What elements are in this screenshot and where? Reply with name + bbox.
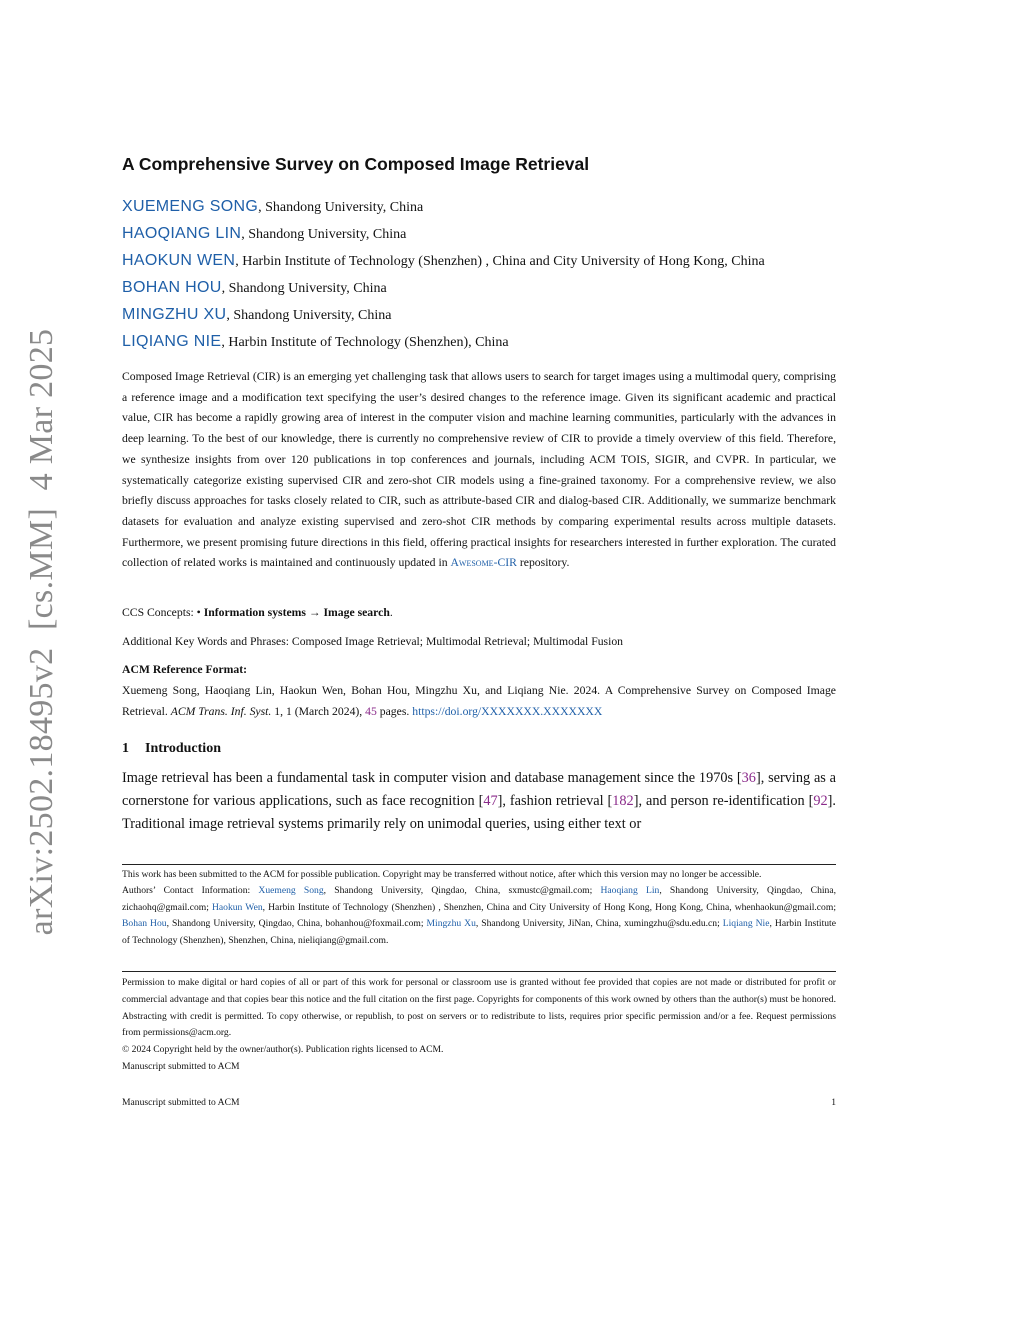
author-affiliation: , Harbin Institute of Technology (Shenzh… xyxy=(235,254,765,269)
author-name-link[interactable]: BOHAN HOU xyxy=(122,279,222,296)
page-number: 1 xyxy=(831,1097,836,1108)
author-name-link[interactable]: XUEMENG SONG xyxy=(122,198,259,215)
copyright-text: © 2024 Copyright held by the owner/autho… xyxy=(122,1044,444,1056)
doi-link[interactable]: https://doi.org/XXXXXXX.XXXXXXX xyxy=(412,704,603,718)
author-affiliation: , Shandong University, China xyxy=(258,200,424,215)
section-heading: 1 Introduction xyxy=(122,741,836,757)
ccs-label: CCS Concepts: • xyxy=(122,606,204,619)
abstract-text: Composed Image Retrieval (CIR) is an eme… xyxy=(122,370,836,570)
contact-info-text: , Harbin Institute of Technology (Shenzh… xyxy=(122,918,836,946)
contact-name-link[interactable]: Mingzhu Xu xyxy=(426,918,476,930)
citation-link[interactable]: 92 xyxy=(813,793,828,809)
ccs-end: . xyxy=(389,606,393,619)
manuscript-note: Manuscript submitted to ACM xyxy=(122,1060,240,1072)
contact-name-link[interactable]: Liqiang Nie xyxy=(722,918,770,930)
author-affiliation: , Shandong University, China xyxy=(241,227,407,242)
awesome-cir-link[interactable]: Awesome-CIR xyxy=(450,556,517,570)
author-name-link[interactable]: HAOQIANG LIN xyxy=(122,225,242,242)
intro-text: ], fashion retrieval [ xyxy=(497,793,613,809)
author-entry: BOHAN HOU, Shandong University, China xyxy=(122,277,836,304)
author-entry: HAOKUN WEN, Harbin Institute of Technolo… xyxy=(122,250,836,277)
section-title: Introduction xyxy=(145,741,221,756)
intro-text: ], and person re-identification [ xyxy=(633,793,814,809)
citation-link[interactable]: 47 xyxy=(483,793,498,809)
author-list: XUEMENG SONG, Shandong University, China… xyxy=(122,196,836,358)
contact-info-text: , Shandong University, Qingdao, China, b… xyxy=(166,918,427,930)
contact-info-text: , Shandong University, JiNan, China, xum… xyxy=(475,918,723,930)
ccs-concepts: CCS Concepts: • Information systems → Im… xyxy=(122,603,836,624)
reference-format: Xuemeng Song, Haoqiang Lin, Haokun Wen, … xyxy=(122,681,836,722)
keywords: Additional Key Words and Phrases: Compos… xyxy=(122,635,624,648)
author-name-link[interactable]: MINGZHU XU xyxy=(122,306,227,323)
submission-notice: This work has been submitted to the ACM … xyxy=(122,869,762,880)
arxiv-watermark: arXiv:2502.18495v2 [cs.MM] 4 Mar 2025 xyxy=(23,328,60,936)
contact-label: Authors’ Contact Information: xyxy=(122,885,259,897)
author-entry: MINGZHU XU, Shandong University, China xyxy=(122,304,836,331)
contact-info-text: , Harbin Institute of Technology (Shenzh… xyxy=(262,901,836,913)
reference-details: 1, 1 (March 2024), xyxy=(271,704,366,718)
paper-title: A Comprehensive Survey on Composed Image… xyxy=(122,154,590,174)
reference-format-heading: ACM Reference Format: xyxy=(122,663,248,676)
journal-name: ACM Trans. Inf. Syst. xyxy=(170,704,272,718)
contact-name-link[interactable]: Haoqiang Lin xyxy=(600,885,660,897)
footer-left: Manuscript submitted to ACM xyxy=(122,1097,240,1108)
contact-info-text: , Shandong University, Qingdao, China, z… xyxy=(122,885,836,913)
abstract-end: repository. xyxy=(516,556,570,570)
footnote-permission: Permission to make digital or hard copie… xyxy=(122,975,836,1076)
citation-link[interactable]: 182 xyxy=(612,793,634,809)
intro-text: ]. Traditional image retrieval systems p… xyxy=(122,793,837,832)
contact-name-link[interactable]: Xuemeng Song xyxy=(258,885,324,897)
author-affiliation: , Harbin Institute of Technology (Shenzh… xyxy=(221,335,509,350)
author-name-link[interactable]: LIQIANG NIE xyxy=(122,333,222,350)
page-count-link[interactable]: 45 xyxy=(365,704,377,718)
author-entry: XUEMENG SONG, Shandong University, China xyxy=(122,196,836,223)
author-entry: LIQIANG NIE, Harbin Institute of Technol… xyxy=(122,331,836,358)
author-entry: HAOQIANG LIN, Shandong University, China xyxy=(122,223,836,250)
author-name-link[interactable]: HAOKUN WEN xyxy=(122,252,236,269)
section-number: 1 xyxy=(122,741,129,756)
intro-paragraph: Image retrieval has been a fundamental t… xyxy=(122,767,836,836)
citation-link[interactable]: 36 xyxy=(741,770,756,786)
intro-text: Image retrieval has been a fundamental t… xyxy=(122,770,742,786)
contact-info-text: , Shandong University, Qingdao, China, s… xyxy=(323,885,601,897)
page-footer: Manuscript submitted to ACM 1 xyxy=(122,1097,836,1108)
permission-divider xyxy=(122,971,836,972)
author-affiliation: , Shandong University, China xyxy=(226,308,392,323)
intro-text: ], serving as a cornerstone for various … xyxy=(122,770,836,809)
abstract: Composed Image Retrieval (CIR) is an eme… xyxy=(122,367,836,574)
author-affiliation: , Shandong University, China xyxy=(221,281,387,296)
permission-text: Permission to make digital or hard copie… xyxy=(122,977,836,1039)
contact-name-link[interactable]: Bohan Hou xyxy=(122,918,167,930)
contact-name-link[interactable]: Haokun Wen xyxy=(211,901,263,913)
footnote-divider xyxy=(122,864,836,865)
contact-info: Authors’ Contact Information: Xuemeng So… xyxy=(122,883,836,949)
footnote-contact: This work has been submitted to the ACM … xyxy=(122,867,836,949)
ccs-concept: Information systems → Image search xyxy=(203,606,390,619)
pages-label: pages. xyxy=(376,704,413,718)
reference-text: Xuemeng Song, Haoqiang Lin, Haokun Wen, … xyxy=(122,684,836,718)
